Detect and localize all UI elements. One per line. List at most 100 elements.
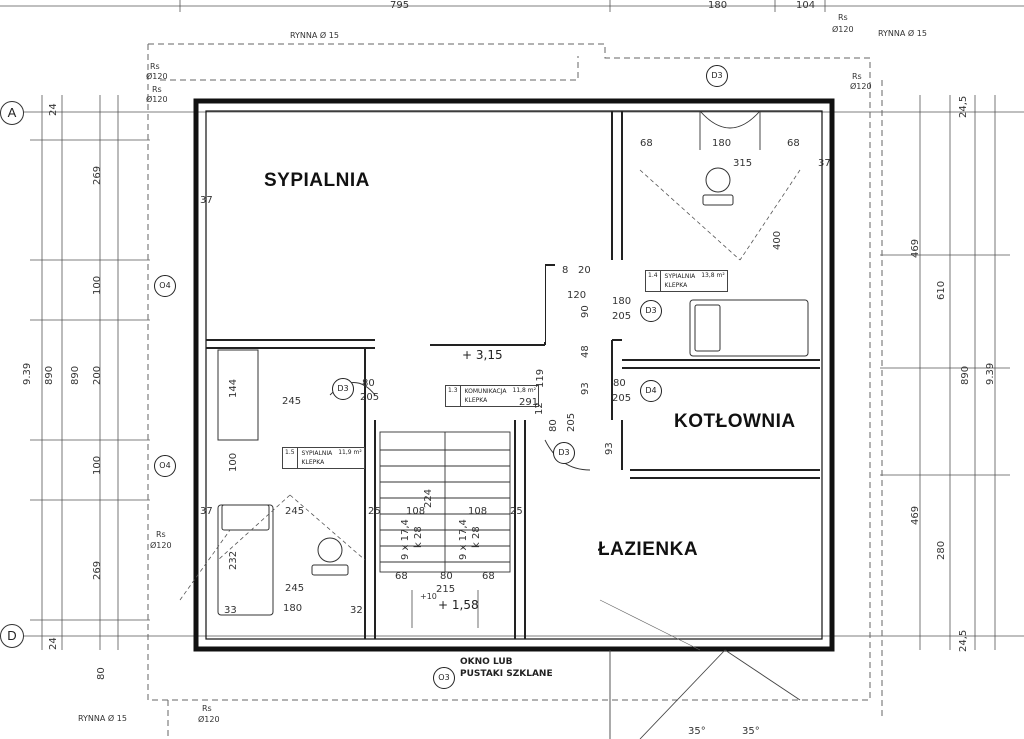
dim-68-b: 68 [787, 138, 800, 149]
roof-angle-left: 35° [688, 726, 706, 737]
furniture [217, 167, 809, 616]
dim-80-d: 80 [440, 571, 453, 582]
axis-bubble-a: A [0, 101, 24, 125]
room-label-bedroom: SYPIALNIA [264, 170, 370, 191]
left-dim-890-b: 890 [70, 365, 81, 385]
right-dim-610: 610 [936, 280, 947, 300]
axis-bubble-d: D [0, 624, 24, 648]
dim-205-b: 205 [612, 393, 632, 404]
dim-180-b: 180 [612, 296, 632, 307]
dim-100: 100 [228, 452, 239, 472]
left-dim-269-bottom: 269 [92, 560, 103, 580]
note-window-line1: OKNO LUB [460, 657, 513, 667]
room-label-boiler-room: KOTŁOWNIA [674, 411, 796, 432]
downpipe-dia-2: Ø120 [146, 95, 168, 104]
door-tag-d4: D4 [640, 380, 662, 402]
downpipe-rs-1: Rs [150, 62, 160, 71]
note-window-line2: PUSTAKI SZKLANE [460, 669, 553, 679]
right-dim-469-b: 469 [910, 505, 921, 525]
door-tag-d3-stairs: D3 [553, 442, 575, 464]
left-dim-24-bottom: 24 [48, 637, 59, 650]
left-dim-939: 9.39 [22, 362, 33, 385]
dim-68-d: 68 [482, 571, 495, 582]
downpipe-dia-4: Ø120 [850, 82, 872, 91]
dim-291: 291 [519, 397, 539, 408]
top-dim-104: 104 [796, 0, 816, 11]
downpipe-rs-6: Rs [202, 704, 212, 713]
left-dim-100-b: 100 [92, 455, 103, 475]
staircase [379, 431, 511, 628]
roof-angle-right: 35° [742, 726, 760, 737]
dim-119: 119 [535, 368, 546, 388]
stairs-dim-b: k 28 [413, 526, 424, 548]
room-tag-area: 13,8 m² [701, 272, 725, 279]
gutter-label-top-right: RYNNA Ø 15 [878, 29, 927, 38]
room-tag-number: 1.3 [446, 386, 461, 406]
room-tag-floor: KLEPKA [301, 459, 325, 466]
dim-205-c: 205 [360, 392, 380, 403]
right-dim-890: 890 [960, 365, 971, 385]
window-tag-o3-bottom: O3 [433, 667, 455, 689]
room-tag-floor: KLEPKA [464, 397, 488, 404]
dim-20: 20 [578, 265, 591, 276]
right-dim-469-a: 469 [910, 238, 921, 258]
dim-80-a: 80 [613, 378, 626, 389]
downpipe-rs-2: Rs [152, 85, 162, 94]
dim-400: 400 [772, 230, 783, 250]
dim-108-a: 108 [406, 506, 426, 517]
downpipe-rs-5: Rs [156, 530, 166, 539]
dim-144: 144 [228, 378, 239, 398]
dim-37-c: 37 [200, 506, 213, 517]
downpipe-dia-5: Ø120 [150, 541, 172, 550]
dim-37-a: 37 [200, 195, 213, 206]
dim-80-b: 80 [362, 378, 375, 389]
dim-8: 8 [562, 265, 569, 276]
left-dim-100-a: 100 [92, 275, 103, 295]
room-tag-area: 11,9 m² [338, 449, 362, 456]
door-tag-d3-mid: D3 [640, 300, 662, 322]
left-dim-269-top: 269 [92, 165, 103, 185]
downpipe-dia-1: Ø120 [146, 72, 168, 81]
dim-245-b: 245 [285, 506, 305, 517]
dim-224: 224 [423, 488, 434, 508]
dim-37-b: 37 [818, 158, 831, 169]
roof-ridge [599, 599, 701, 651]
dim-68-c: 68 [395, 571, 408, 582]
dim-205-d: 205 [566, 412, 577, 432]
left-dim-890-a: 890 [44, 365, 55, 385]
door-tag-d3-left: D3 [332, 378, 354, 400]
stairs-dim-c: 9 x 17,4 [458, 519, 469, 560]
room-label-bathroom: ŁAZIENKA [598, 539, 699, 560]
left-dim-80: 80 [96, 667, 107, 680]
level-lower: + 1,58 [438, 598, 479, 612]
right-dim-939: 9.39 [985, 362, 996, 385]
downpipe-rs-3: Rs [838, 13, 848, 22]
dim-108-b: 108 [468, 506, 488, 517]
downpipe-dia-6: Ø120 [198, 715, 220, 724]
dim-68-a: 68 [640, 138, 653, 149]
downpipe-rs-4: Rs [852, 72, 862, 81]
downpipe-dia-3: Ø120 [832, 25, 854, 34]
window-tag-o4-lower: O4 [154, 455, 176, 477]
label-backgrounds [218, 122, 812, 631]
left-dim-24-top: 24 [48, 103, 59, 116]
dim-93-b: 93 [604, 442, 615, 455]
dim-215: 215 [436, 584, 456, 595]
dim-25-a: 25 [368, 506, 381, 517]
level-lower-prefix: +10 [420, 592, 437, 601]
dim-315: 315 [733, 158, 753, 169]
dim-12: 12 [534, 402, 545, 415]
right-dim-245-top: 24,5 [958, 95, 969, 118]
dim-33: 33 [224, 605, 237, 616]
dim-90: 90 [580, 305, 591, 318]
room-tag-number: 1.5 [283, 448, 298, 468]
roof-slopes [609, 649, 801, 739]
dim-93-a: 93 [580, 382, 591, 395]
room-tag-area: 11,8 m² [512, 387, 537, 394]
dim-120: 120 [567, 290, 587, 301]
